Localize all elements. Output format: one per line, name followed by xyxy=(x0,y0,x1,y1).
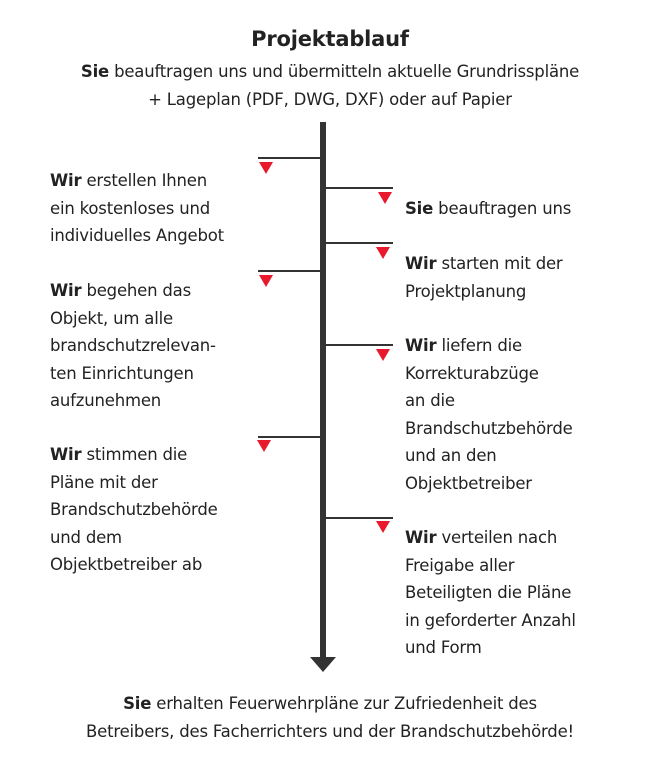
triangle-marker-icon xyxy=(257,440,271,452)
triangle-marker-icon xyxy=(376,247,390,259)
connector xyxy=(258,436,321,438)
outro-text: Sie erhalten Feuerwehrpläne zur Zufriede… xyxy=(86,694,574,741)
connector xyxy=(258,157,321,159)
triangle-marker-icon xyxy=(259,275,273,287)
triangle-marker-icon xyxy=(376,521,390,533)
connector xyxy=(326,187,393,189)
triangle-marker-icon xyxy=(259,162,273,174)
page-title: Projektablauf xyxy=(251,27,409,51)
intro-text: Sie beauftragen uns und übermitteln aktu… xyxy=(80,62,580,109)
triangle-marker-icon xyxy=(376,349,390,361)
connector xyxy=(326,517,393,519)
connector xyxy=(326,344,393,346)
triangle-marker-icon xyxy=(378,192,392,204)
connector xyxy=(326,242,393,244)
step-commission: Sie beauftragen uns xyxy=(405,199,572,218)
arrow-down-icon xyxy=(310,657,336,672)
timeline-axis xyxy=(320,122,326,660)
connector xyxy=(258,270,321,272)
